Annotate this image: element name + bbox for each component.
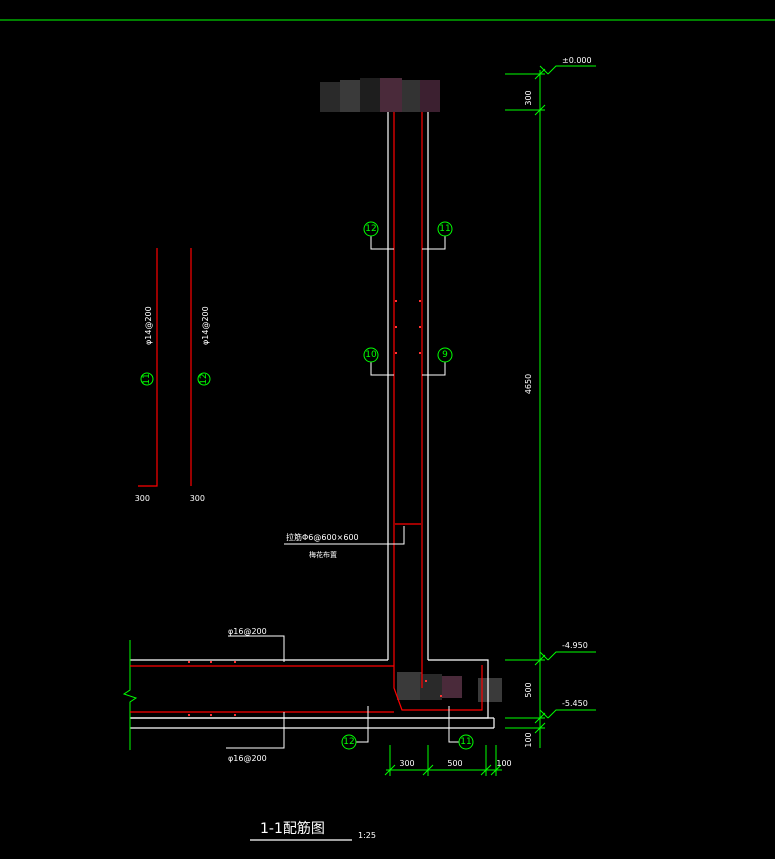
tag-12-slab-leader (356, 706, 369, 743)
bar-shape-11 (138, 248, 158, 487)
tag-11-left: 11 (140, 372, 154, 386)
dim-horizontal-a: 300 (399, 759, 414, 768)
bar-hook-length-2: 300 (190, 494, 205, 503)
bar-11-spec: φ14@200 (144, 306, 153, 345)
svg-text:11: 11 (460, 737, 471, 747)
tag-12-left: 12 (197, 372, 211, 386)
tie-note-line1: 拉筋Φ6@600×600 (286, 532, 359, 542)
svg-text:12: 12 (199, 373, 209, 384)
tag-10-wall: 10 (363, 347, 379, 363)
tag-11-wall: 11 (437, 221, 453, 237)
bar-12-spec: φ14@200 (201, 306, 210, 345)
dim-bottom: 100 (524, 732, 533, 747)
slab-top-spec: φ16@200 (228, 627, 267, 636)
redacted-block-top (320, 78, 440, 112)
dim-top-part: 300 (524, 90, 533, 105)
tag-11-slab-leader (448, 706, 459, 743)
dim-slab: 500 (524, 682, 533, 697)
wall-rebar-dots (395, 300, 421, 354)
svg-text:12: 12 (343, 737, 354, 747)
tag-12-slab: 12 (341, 734, 357, 750)
tie-leader (284, 526, 405, 545)
wall-rebar (393, 112, 483, 711)
redacted-block-bottom (397, 672, 502, 702)
elevation-top: ±0.000 (562, 56, 592, 65)
slab-bottom-spec: φ16@200 (228, 754, 267, 763)
svg-text:11: 11 (439, 224, 450, 234)
slab-top-leader (228, 635, 285, 662)
elevation-markers (539, 65, 596, 719)
slab-bottom-leader (226, 712, 285, 749)
tag-11-slab: 11 (458, 734, 474, 750)
dim-wall-height: 4650 (524, 374, 533, 394)
drawing-title: 1-1配筋图 (260, 820, 325, 837)
svg-text:12: 12 (365, 224, 376, 234)
drawing-scale: 1:25 (358, 831, 376, 840)
slab-rebar (130, 665, 394, 713)
elevation-slab-bottom: -5.450 (562, 699, 588, 708)
dim-horizontal-b: 500 (447, 759, 462, 768)
horizontal-dimension-lines (384, 745, 502, 776)
svg-text:9: 9 (442, 350, 448, 360)
dim-horizontal-c: 100 (496, 759, 511, 768)
tag-12-wall: 12 (363, 221, 379, 237)
wall-tag-leaders (370, 236, 446, 376)
slab-outline (130, 659, 495, 729)
vertical-dimension-lines (505, 68, 546, 748)
tie-note-line2: 梅花布置 (309, 550, 337, 559)
slab-rebar-dots (188, 661, 442, 716)
break-line (122, 640, 138, 750)
svg-text:11: 11 (142, 373, 152, 384)
svg-text:10: 10 (365, 350, 377, 360)
elevation-slab-top: -4.950 (562, 641, 588, 650)
bar-hook-length-1: 300 (135, 494, 150, 503)
tag-9-wall: 9 (437, 347, 453, 363)
wall-outline (387, 112, 429, 660)
